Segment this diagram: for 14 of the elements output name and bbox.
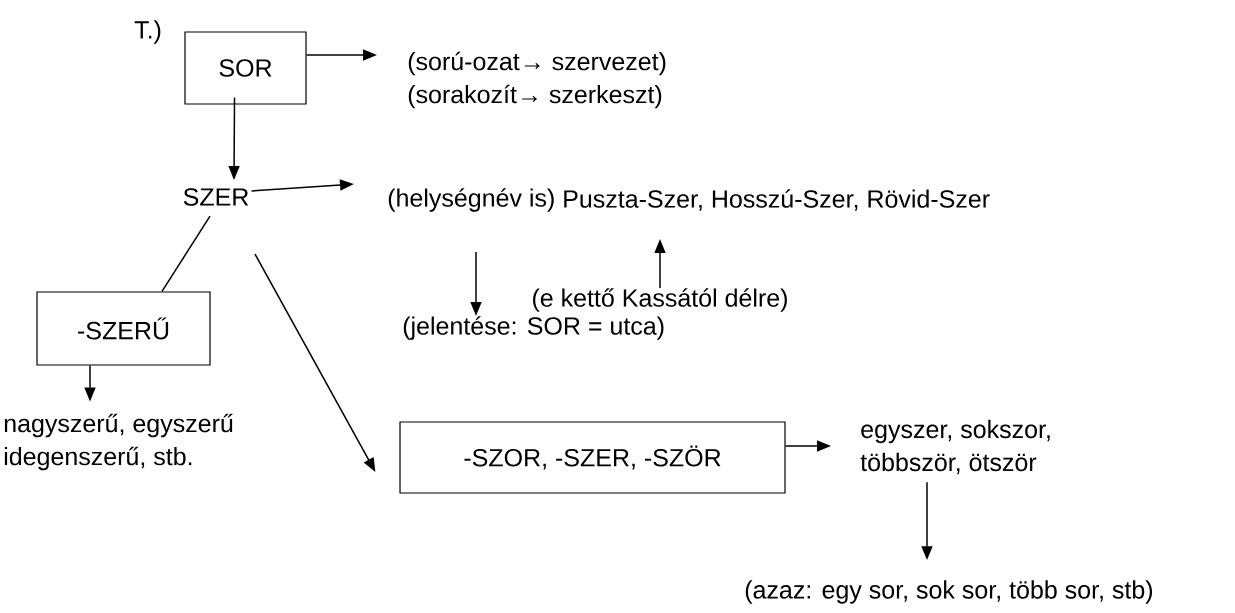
term-box: -SZERŰ [36, 291, 211, 366]
term-box: -SZOR, -SZER, -SZÖR [399, 421, 786, 494]
connector-line [161, 215, 211, 293]
note-text: nagyszerű, egyszerű idegenszerű, stb. [4, 413, 233, 471]
note-text: SZER [183, 188, 249, 206]
note-text: (jelentése: SOR = utca) [403, 316, 664, 340]
term-box: SOR [184, 31, 307, 105]
note-text: (sorú-ozat→ szervezet) (sorakozít→ szerkeszt) [408, 51, 666, 109]
note-text: (helységnév is) [388, 188, 554, 212]
note-text: (azaz: egy sor, sok sor, több sor, stb) [745, 580, 1153, 604]
note-text: (e kettő Kassától délre) [533, 288, 787, 312]
label-text: T.) [134, 20, 161, 44]
note-text: egyszer, sokszor, többször, ötször [860, 419, 1050, 475]
note-text: Puszta-Szer, Hosszú-Szer, Rövid-Szer [564, 189, 990, 211]
